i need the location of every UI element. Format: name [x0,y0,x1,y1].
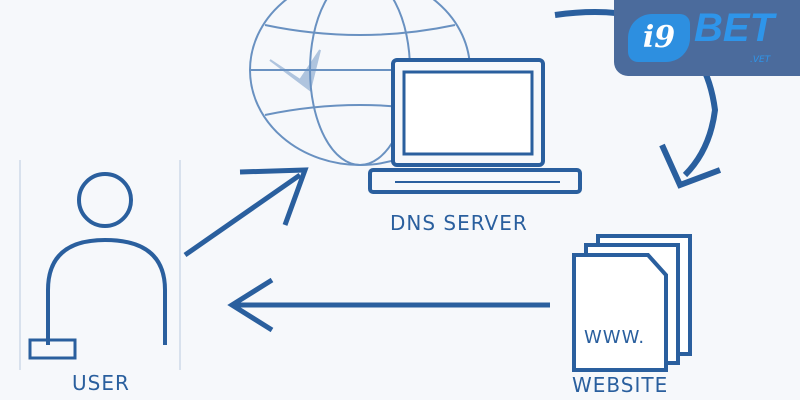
logo-badge: i9 [628,14,690,62]
dns-server-label: DNS SERVER [390,211,528,235]
i9bet-logo: i9 BET .VET [614,0,800,76]
computer-icon [368,58,582,194]
arrow-user-to-dns [183,167,309,258]
website-documents-icon [572,234,692,372]
user-icon [19,160,181,370]
website-label: WEBSITE [572,373,669,397]
logo-subtext: .VET [750,55,771,65]
arrow-website-to-user [227,277,550,333]
logo-text: BET [694,6,774,50]
user-label: USER [72,371,130,395]
www-label: WWW. [584,327,646,348]
